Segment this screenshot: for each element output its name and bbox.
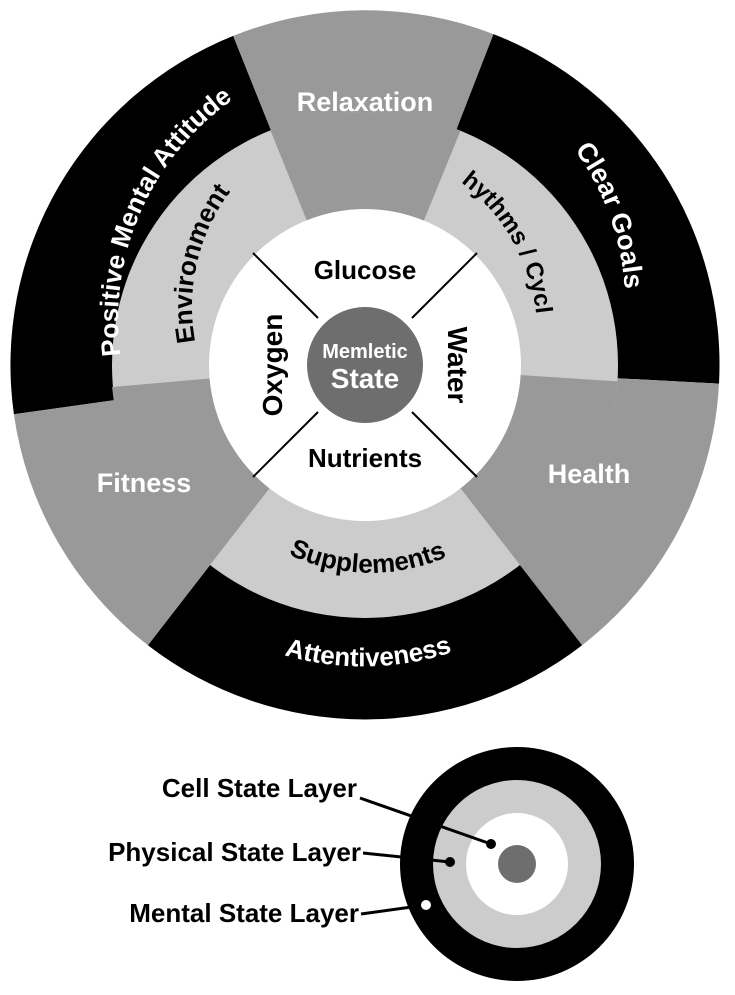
label-glucose: Glucose — [314, 255, 417, 285]
legend-label-cell: Cell State Layer — [162, 773, 357, 803]
label-oxygen: Oxygen — [257, 314, 288, 417]
cell-divider-nw — [252, 252, 319, 319]
label-water: Water — [442, 327, 473, 404]
label-fitness: Fitness — [97, 468, 192, 498]
cell-divider-se — [411, 411, 478, 478]
layer-legend: Cell State Layer Physical State Layer Me… — [108, 747, 634, 981]
label-nutrients: Nutrients — [308, 443, 422, 473]
legend-mental-dot — [421, 900, 431, 910]
legend-label-physical: Physical State Layer — [108, 837, 361, 867]
legend-label-mental: Mental State Layer — [129, 898, 359, 928]
core-label-line2: State — [331, 363, 399, 394]
legend-physical-dot — [445, 857, 455, 867]
cell-divider-sw — [252, 411, 319, 478]
core-label-line1: Memletic — [322, 341, 408, 363]
legend-cell-leader — [359, 796, 492, 846]
legend-cell-dot — [486, 839, 496, 849]
legend-mental-leader — [360, 903, 427, 916]
legend-physical-leader — [362, 851, 451, 864]
memletic-wheel: Memletic State Glucose Nutrients Water O… — [0, 0, 720, 720]
legend-core-circle — [498, 845, 536, 883]
cell-divider-ne — [411, 252, 478, 319]
label-relaxation: Relaxation — [297, 87, 434, 117]
label-health: Health — [548, 459, 631, 489]
memletic-state-core — [307, 307, 423, 423]
